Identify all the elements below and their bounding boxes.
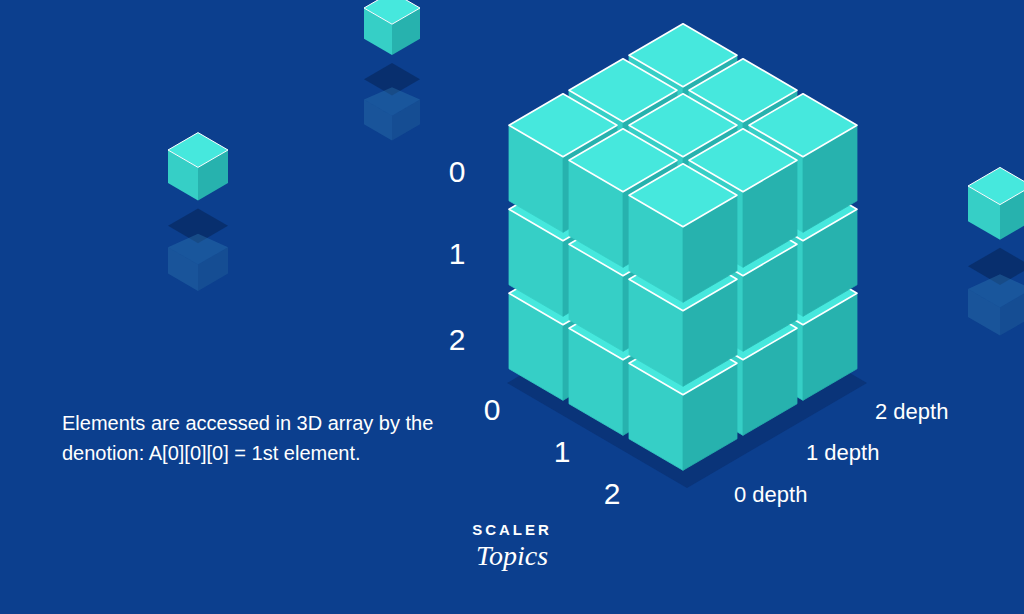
cube-top-face — [168, 133, 228, 168]
logo-script: Topics — [476, 540, 548, 572]
row-index: 0 — [449, 155, 466, 189]
depth-label: 0 depth — [734, 482, 807, 508]
cube-reflection — [968, 274, 1024, 307]
column-index: 0 — [484, 393, 501, 427]
array-element-cube — [629, 164, 737, 303]
depth-label: 2 depth — [875, 399, 948, 425]
explanation-note: Elements are accessed in 3D array by the… — [62, 408, 512, 468]
array-cubes — [509, 24, 857, 471]
column-index: 1 — [554, 435, 571, 469]
cube-reflection — [364, 87, 420, 116]
cube-top-face — [968, 167, 1024, 204]
depth-label: 1 depth — [806, 440, 879, 466]
row-index: 2 — [449, 323, 466, 357]
row-index: 1 — [449, 237, 466, 271]
cube-top-face — [629, 164, 737, 227]
cube-reflection — [168, 234, 228, 265]
logo-wordmark: SCALER — [472, 521, 552, 538]
floating-cube — [364, 0, 420, 140]
cube-top-face — [364, 0, 420, 24]
column-index: 2 — [604, 477, 621, 511]
floating-cube — [968, 167, 1024, 335]
floating-cube — [168, 133, 228, 291]
